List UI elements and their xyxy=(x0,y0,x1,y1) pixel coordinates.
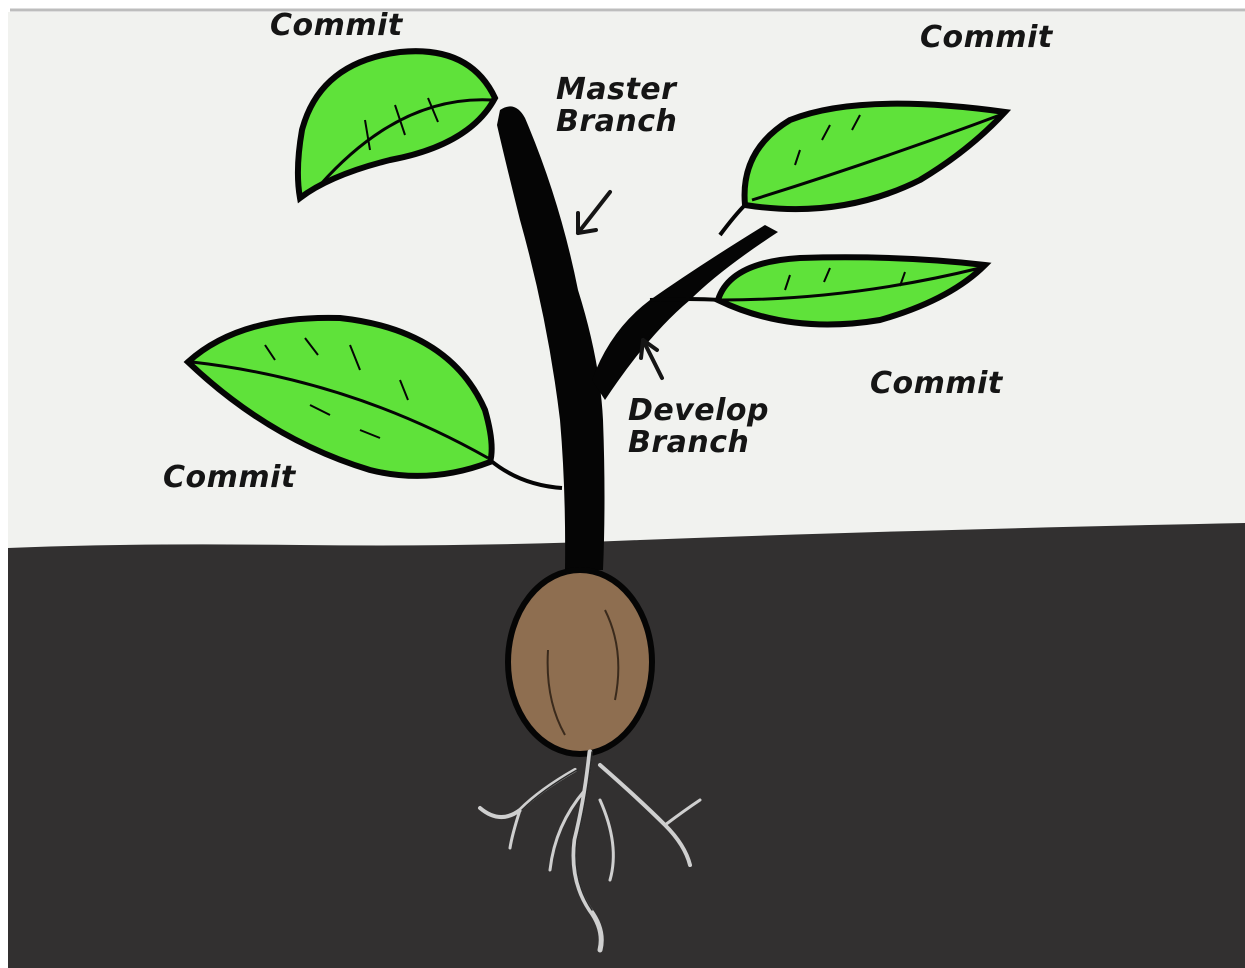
commit-label-mid-right: Commit xyxy=(870,368,1003,400)
commit-label-top-left: Commit xyxy=(270,10,403,42)
seed xyxy=(508,570,652,754)
master-branch-label-line1: Master xyxy=(556,74,677,106)
commit-label-bottom-left: Commit xyxy=(163,462,296,494)
master-branch-label: Master Branch xyxy=(556,74,677,137)
develop-branch-label-line2: Branch xyxy=(628,427,769,459)
develop-branch-twig xyxy=(650,299,720,300)
master-branch-label-line2: Branch xyxy=(556,106,677,138)
develop-branch-label: Develop Branch xyxy=(628,395,769,458)
develop-branch-label-line1: Develop xyxy=(628,395,769,427)
commit-label-top-right: Commit xyxy=(920,22,1053,54)
